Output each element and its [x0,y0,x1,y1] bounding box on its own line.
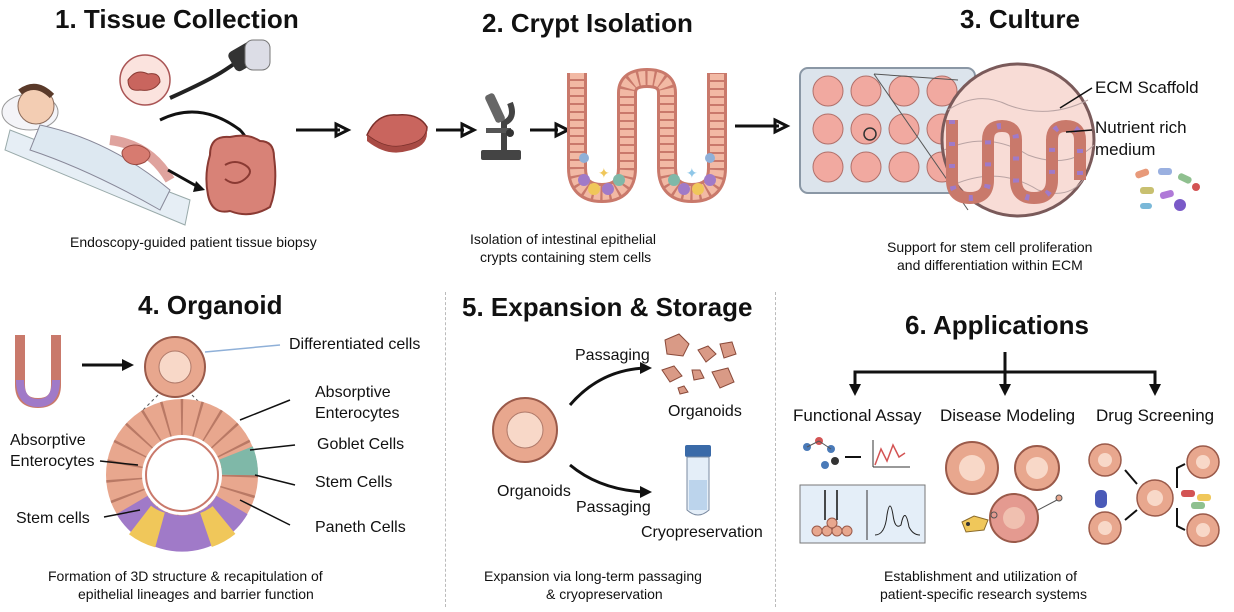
stem-cells-left-label: Stem cells [16,510,90,527]
cryopreservation-label: Cryopreservation [641,524,763,541]
divider-right [775,292,776,607]
arrow-to-tissue [296,121,352,139]
step5-title: 5. Expansion & Storage [462,292,753,322]
step5-caption-line2: & cryopreservation [546,586,663,602]
organoids-top-label: Organoids [668,403,742,420]
step4-caption-line2: epithelial lineages and barrier function [78,586,314,602]
step6-caption-line2: patient-specific research systems [880,586,1087,602]
ecm-leader-lines [1059,87,1093,133]
ecm-scaffold-label: ECM Scaffold [1095,78,1199,97]
step6-caption-line1: Establishment and utilization of [884,568,1077,584]
divider-left [445,292,446,607]
absorptive-left-label-line1: Absorptive [10,432,86,449]
nutrient-label-line1: Nutrient rich [1095,118,1187,137]
absorptive-left-label-line2: Enterocytes [10,453,95,470]
ecm-zoom-circle [873,62,1096,218]
step2-title: 2. Crypt Isolation [482,8,693,38]
applications-branch-arrows [849,352,1161,396]
drug-screening-illustration [1088,443,1220,547]
organoid-leader-lines [204,344,296,526]
nutrient-pills-icon [1135,168,1200,211]
goblet-cells-label: Goblet Cells [317,436,405,453]
tissue-sample-icon [366,114,428,153]
step6-title: 6. Applications [905,310,1089,340]
passaging-bottom-label: Passaging [576,499,651,516]
organoid-illustration [15,335,258,552]
microscope-icon [481,93,521,160]
organoid-left-leaders [99,460,141,518]
step2-caption-line1: Isolation of intestinal epithelial [470,231,657,247]
organoids-left-label: Organoids [497,483,571,500]
step3-caption-line1: Support for stem cell proliferation [887,239,1093,255]
passaging-top-label: Passaging [575,347,650,364]
arrow-to-crypt [530,121,572,139]
app-drug-screening-label: Drug Screening [1096,406,1215,425]
culture-plate-illustration [799,67,976,194]
stem-cells-label: Stem Cells [315,474,393,491]
nutrient-label-line2: medium [1095,140,1156,159]
tissue-collection-illustration [1,39,277,226]
svg-text:✦: ✦ [686,165,698,181]
crypt-illustration: ✦ ✦ [567,68,727,203]
app-disease-modeling-label: Disease Modeling [940,406,1076,425]
disease-modeling-illustration [945,441,1063,543]
functional-assay-illustration [799,437,926,544]
step2-caption-line2: crypts containing stem cells [480,249,652,265]
step3-title: 3. Culture [960,4,1080,34]
step1-caption: Endoscopy-guided patient tissue biopsy [70,234,317,250]
expansion-illustration [492,333,737,516]
step1-title: 1. Tissue Collection [55,4,299,34]
svg-text:✦: ✦ [598,165,610,181]
differentiated-cells-label: Differentiated cells [289,336,421,353]
paneth-cells-label: Paneth Cells [315,519,406,536]
arrow-to-culture [735,117,791,135]
step4-caption-line1: Formation of 3D structure & recapitulati… [48,568,323,584]
step4-title: 4. Organoid [138,290,283,320]
absorptive-right-label-line2: Enterocytes [315,405,400,422]
absorptive-right-label-line1: Absorptive [315,384,391,401]
step5-caption-line1: Expansion via long-term passaging [484,568,702,584]
app-functional-assay-label: Functional Assay [793,406,922,425]
arrow-to-microscope [436,121,478,139]
step3-caption-line2: and differentiation within ECM [897,257,1083,273]
